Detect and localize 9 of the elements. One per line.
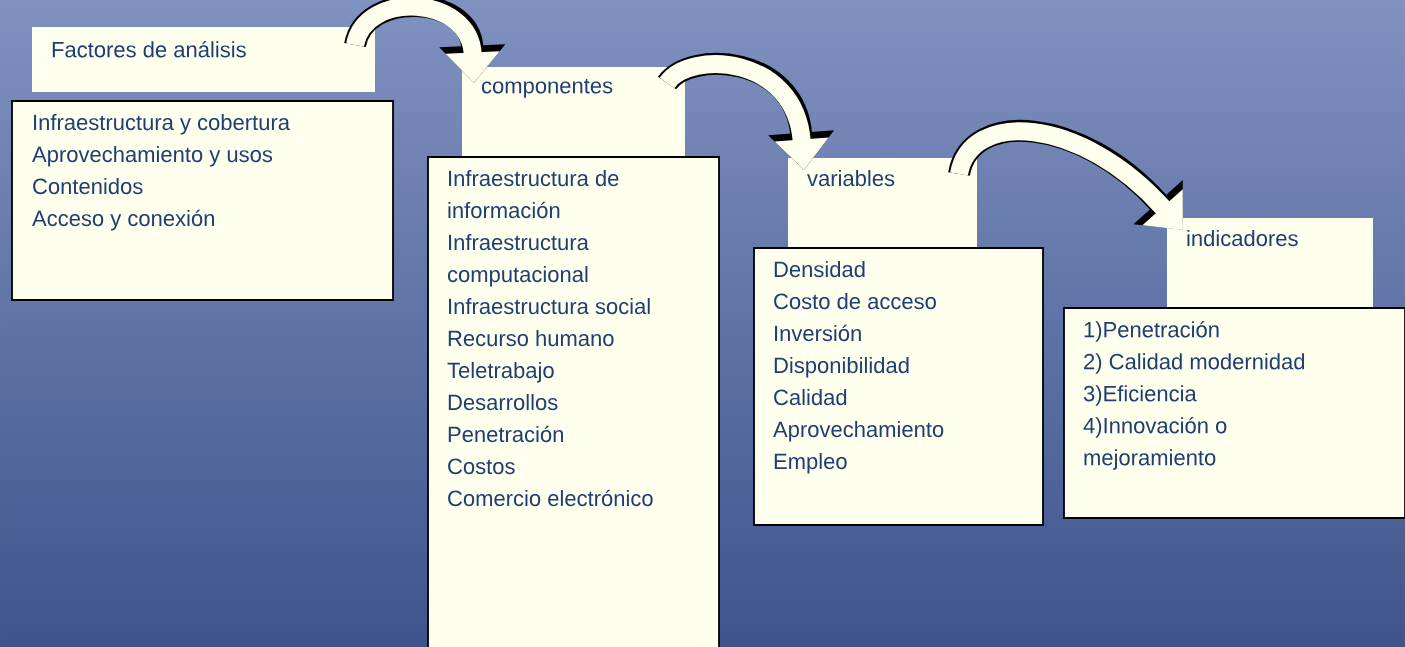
heading-box: componentes	[462, 67, 685, 157]
node-label: variables	[807, 169, 895, 187]
heading-box: Factores de análisis	[32, 27, 375, 92]
node-label: componentes	[481, 78, 613, 98]
list-box: Infraestructura y cobertura Aprovechamiento y usos Contenidos Acceso y conexión	[11, 100, 394, 301]
curved-arrow	[948, 120, 1183, 230]
heading-box: indicadores	[1167, 218, 1373, 308]
node-label: indicadores	[1187, 229, 1298, 247]
heading-box: variables	[788, 158, 977, 248]
